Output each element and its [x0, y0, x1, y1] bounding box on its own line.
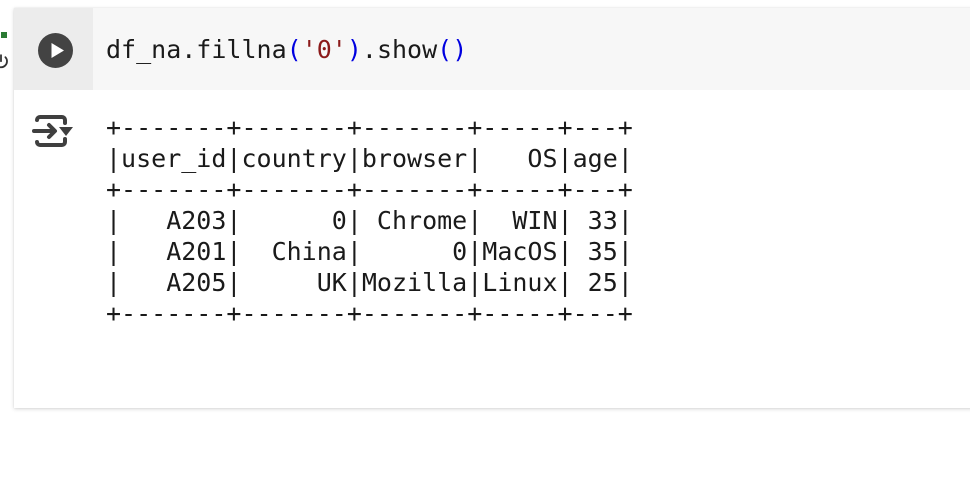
code-token-call-parens: () [437, 34, 468, 64]
cell-output-area: +-------+-------+-------+-----+---+ |use… [14, 90, 970, 408]
code-token-open-paren: ( [286, 34, 302, 64]
stdout-output-icon[interactable] [30, 110, 78, 152]
left-toolbar-rail [0, 0, 14, 478]
code-token-identifier: df_na.fillna [106, 34, 287, 64]
kernel-status-dot [1, 32, 7, 38]
output-ascii-table: +-------+-------+-------+-----+---+ |use… [106, 113, 633, 328]
code-token-close-paren: ) [346, 34, 362, 64]
notebook-cell[interactable]: df_na.fillna('0').show() +-------+------… [14, 8, 970, 408]
code-editor-line[interactable]: df_na.fillna('0').show() [106, 8, 467, 90]
restart-kernel-icon[interactable] [0, 52, 11, 72]
code-token-string-literal: '0' [301, 34, 347, 64]
play-icon [51, 43, 64, 58]
code-token-method-show: .show [361, 34, 438, 64]
code-cell-row[interactable]: df_na.fillna('0').show() [14, 8, 970, 90]
run-cell-button[interactable] [38, 33, 73, 68]
run-button-gutter [14, 8, 93, 90]
